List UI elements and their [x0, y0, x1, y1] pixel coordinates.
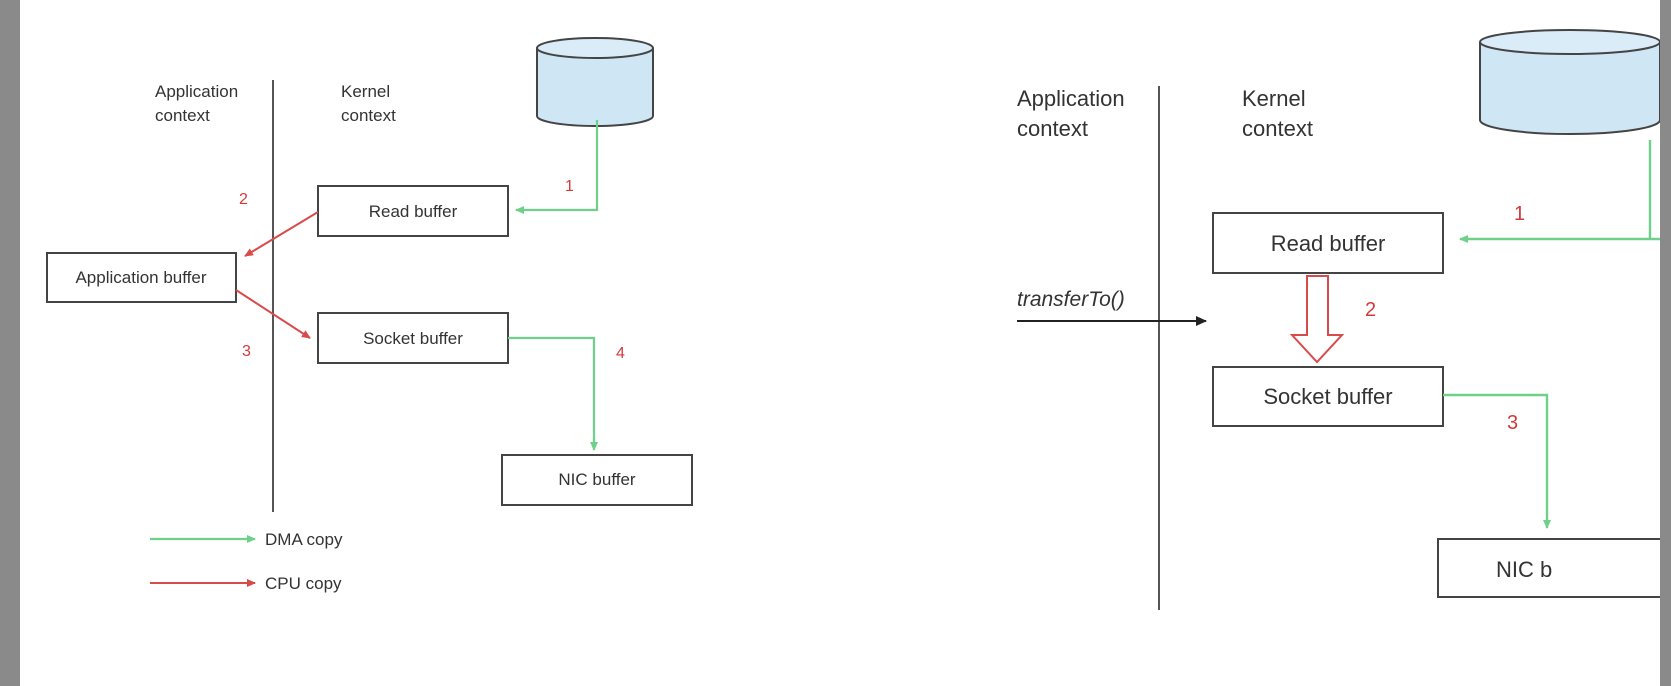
socket-buffer-box: Socket buffer	[317, 312, 509, 364]
nic-buffer-label-right: NIC b	[1496, 557, 1552, 582]
legend-cpu-label: CPU copy	[265, 574, 342, 593]
nic-buffer-box-right: NIC b	[1437, 538, 1660, 598]
socket-buffer-box-right: Socket buffer	[1212, 366, 1444, 427]
dma-arrow-socket-to-nic	[508, 336, 598, 451]
zero-copy-diagram: Application context Kernel context Read …	[46, 29, 1660, 610]
socket-buffer-label-right: Socket buffer	[1263, 384, 1392, 409]
nic-buffer-box: NIC buffer	[501, 454, 693, 506]
cpu-arrow-read-to-app	[244, 211, 319, 257]
diagram-canvas: Application context Kernel context Read …	[20, 0, 1660, 686]
socket-buffer-label: Socket buffer	[363, 329, 463, 348]
kernel-context-label-line2: context	[341, 106, 396, 125]
step-3: 3	[242, 343, 251, 360]
cpu-arrow-app-to-socket	[235, 289, 311, 339]
left-panel: Application context Kernel context Read …	[46, 37, 693, 593]
read-buffer-label: Read buffer	[369, 202, 458, 221]
app-context-label-line2: context	[155, 106, 210, 125]
legend: DMA copy CPU copy	[150, 530, 343, 593]
dma-arrow-socket-to-nic-right	[1443, 393, 1551, 529]
cpu-arrow-read-to-socket-right	[1289, 275, 1345, 364]
disk-icon	[536, 37, 654, 127]
disk-icon-right	[1479, 29, 1660, 135]
kernel-context-label-line1: Kernel	[341, 82, 390, 101]
kernel-context-label-right-line1: Kernel	[1242, 86, 1306, 111]
read-buffer-box: Read buffer	[317, 185, 509, 237]
legend-dma-label: DMA copy	[265, 530, 343, 549]
step-2-right: 2	[1365, 299, 1376, 321]
transfer-to-label: transferTo()	[1017, 288, 1125, 311]
app-context-label-right-line1: Application	[1017, 86, 1125, 111]
read-buffer-box-right: Read buffer	[1212, 212, 1444, 274]
read-buffer-label-right: Read buffer	[1271, 231, 1386, 256]
step-3-right: 3	[1507, 412, 1518, 434]
step-1: 1	[565, 178, 574, 195]
application-buffer-box: Application buffer	[46, 252, 237, 303]
right-panel: Application context Kernel context Read …	[1017, 29, 1660, 610]
step-1-right: 1	[1514, 203, 1525, 225]
nic-buffer-label: NIC buffer	[558, 470, 636, 489]
dma-arrow-disk-to-read	[515, 120, 599, 214]
app-context-label-line1: Application	[155, 82, 238, 101]
app-context-label-right-line2: context	[1017, 116, 1088, 141]
kernel-context-label-right-line2: context	[1242, 116, 1313, 141]
step-2: 2	[239, 191, 248, 208]
step-4: 4	[616, 345, 625, 362]
application-buffer-label: Application buffer	[75, 268, 206, 287]
